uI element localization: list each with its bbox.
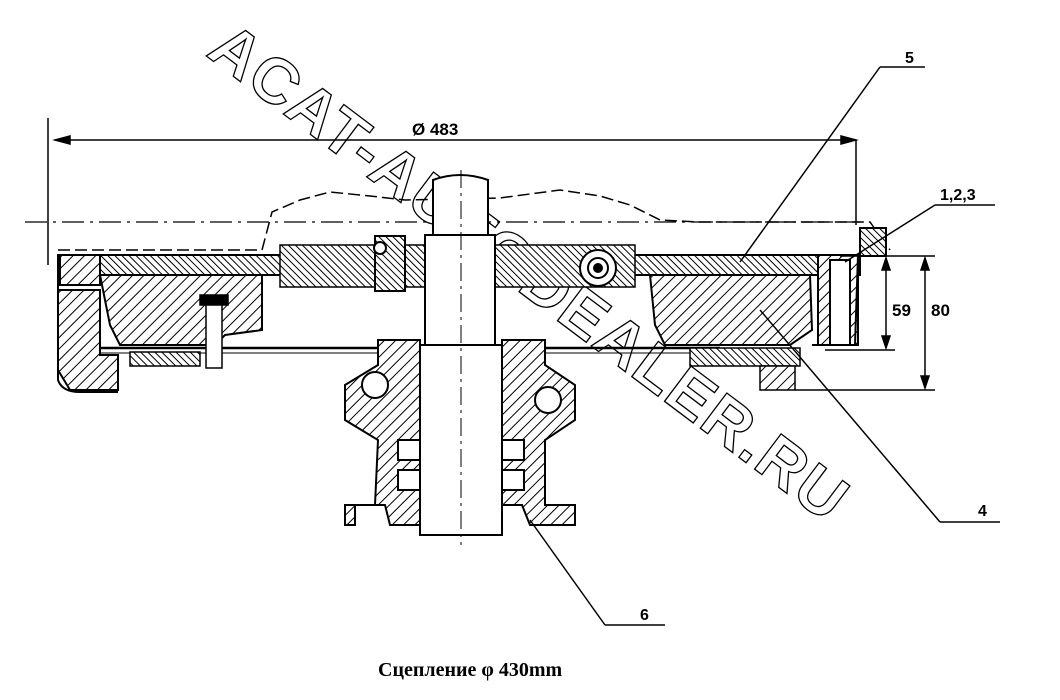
dimension-59: 59: [892, 301, 911, 320]
callout-1-2-3: 1,2,3: [940, 187, 976, 204]
release-bearing: [373, 235, 617, 292]
bearing-housing: [344, 339, 576, 526]
height-dimensions: [795, 255, 935, 391]
caption: Сцепление φ 430mm: [378, 659, 563, 681]
diameter-dimension: [47, 118, 859, 265]
callout-6: 6: [640, 607, 649, 624]
input-shaft: [419, 170, 503, 545]
flywheel-outline: [57, 254, 859, 393]
dimension-80: 80: [931, 301, 950, 320]
diameter-label: Ø 483: [412, 120, 458, 139]
bolt-left: [199, 294, 229, 369]
leader-lines: [529, 66, 1000, 626]
cover-outline: [58, 189, 891, 251]
callout-5: 5: [905, 50, 914, 67]
callout-4: 4: [978, 503, 987, 520]
